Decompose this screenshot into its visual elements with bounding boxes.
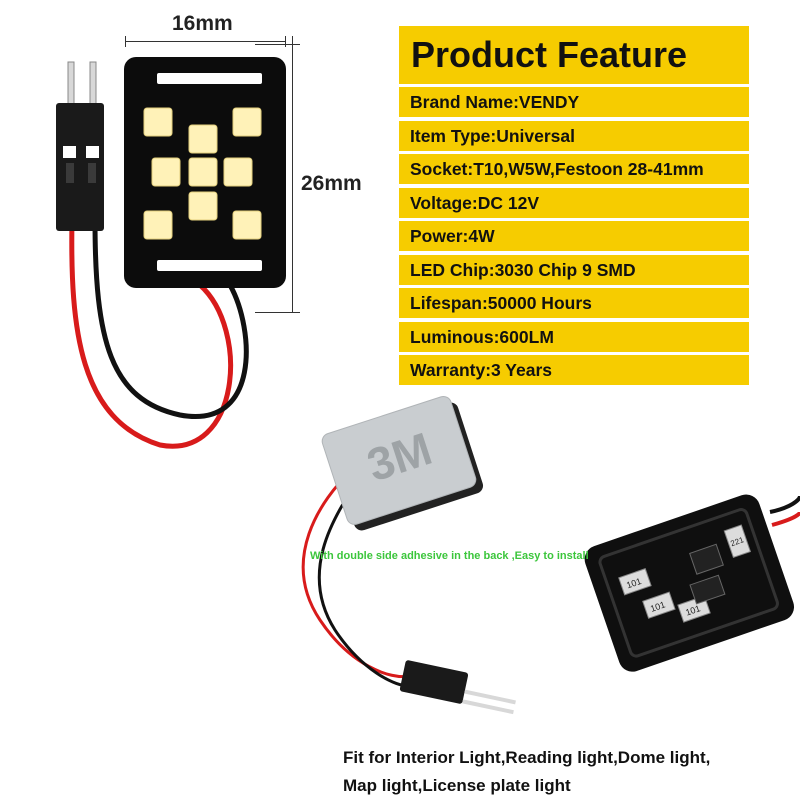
feature-row-luminous: Luminous:600LM (399, 321, 749, 352)
led-chip (188, 191, 218, 221)
pin-right (89, 61, 97, 108)
adhesive-black-wire (317, 477, 413, 688)
feature-row-warranty: Warranty:3 Years (399, 355, 749, 385)
small-pin-bottom (462, 699, 514, 715)
feature-row-brand: Brand Name:VENDY (399, 87, 749, 117)
led-chip (151, 157, 181, 187)
connector-window-left (63, 146, 76, 158)
width-dimension-line (125, 41, 286, 42)
connector-housing (56, 103, 104, 231)
small-pin-top (464, 689, 516, 705)
resistor-chip (618, 568, 652, 596)
pcb-black-wire (769, 495, 800, 514)
resistor-label: 101 (649, 599, 666, 613)
fit-description: Fit for Interior Light,Reading light,Dom… (343, 744, 710, 800)
resistor-label: 101 (625, 576, 642, 590)
board-slot-top (157, 73, 262, 84)
pcb-trace (598, 508, 779, 658)
led-chip (143, 107, 173, 137)
resistor-label: 101 (684, 603, 701, 617)
board-slot-bottom (157, 260, 262, 271)
feature-row-led-chip: LED Chip:3030 Chip 9 SMD (399, 254, 749, 285)
width-dimension-cap-right (285, 36, 286, 47)
height-dimension-cap-top (255, 44, 300, 45)
fit-line-1: Fit for Interior Light,Reading light,Dom… (343, 748, 711, 767)
black-wire-main (92, 219, 249, 419)
led-chip (188, 157, 218, 187)
feature-row-socket: Socket:T10,W5W,Festoon 28-41mm (399, 154, 749, 184)
fit-line-2: Map light,License plate light (343, 776, 571, 795)
height-dimension-cap-bottom (255, 312, 300, 313)
pcb-red-wire (771, 511, 800, 527)
pcb-board (584, 494, 795, 672)
height-dimension-line (292, 36, 293, 313)
connector-slot-right (88, 163, 96, 183)
ic-chip (689, 574, 726, 605)
connector-slot-left (66, 163, 74, 183)
resistor-chip (723, 524, 752, 559)
led-chip (232, 210, 262, 240)
ic-chip (689, 543, 724, 575)
pin-left (67, 61, 75, 108)
feature-row-voltage: Voltage:DC 12V (399, 187, 749, 218)
width-dimension-label: 16mm (172, 12, 233, 35)
resistor-chip (642, 591, 676, 619)
connector-window-right (86, 146, 99, 158)
product-feature-table: Product Feature Brand Name:VENDY Item Ty… (399, 26, 749, 389)
small-connector-housing (399, 660, 469, 704)
resistor-label: 221 (729, 535, 745, 548)
led-chip (188, 124, 218, 154)
feature-row-power: Power:4W (399, 221, 749, 251)
width-dimension-cap-left (125, 36, 126, 47)
led-chip (143, 210, 173, 240)
feature-row-item-type: Item Type:Universal (399, 120, 749, 151)
led-chip (232, 107, 262, 137)
feature-title: Product Feature (399, 26, 749, 84)
red-wire-main (69, 219, 234, 449)
height-dimension-label: 26mm (301, 172, 362, 195)
adhesive-red-wire (301, 468, 411, 679)
feature-row-lifespan: Lifespan:50000 Hours (399, 288, 749, 318)
adhesive-note: With double side adhesive in the back ,E… (310, 550, 589, 562)
adhesive-pad (321, 395, 477, 525)
led-chip (223, 157, 253, 187)
